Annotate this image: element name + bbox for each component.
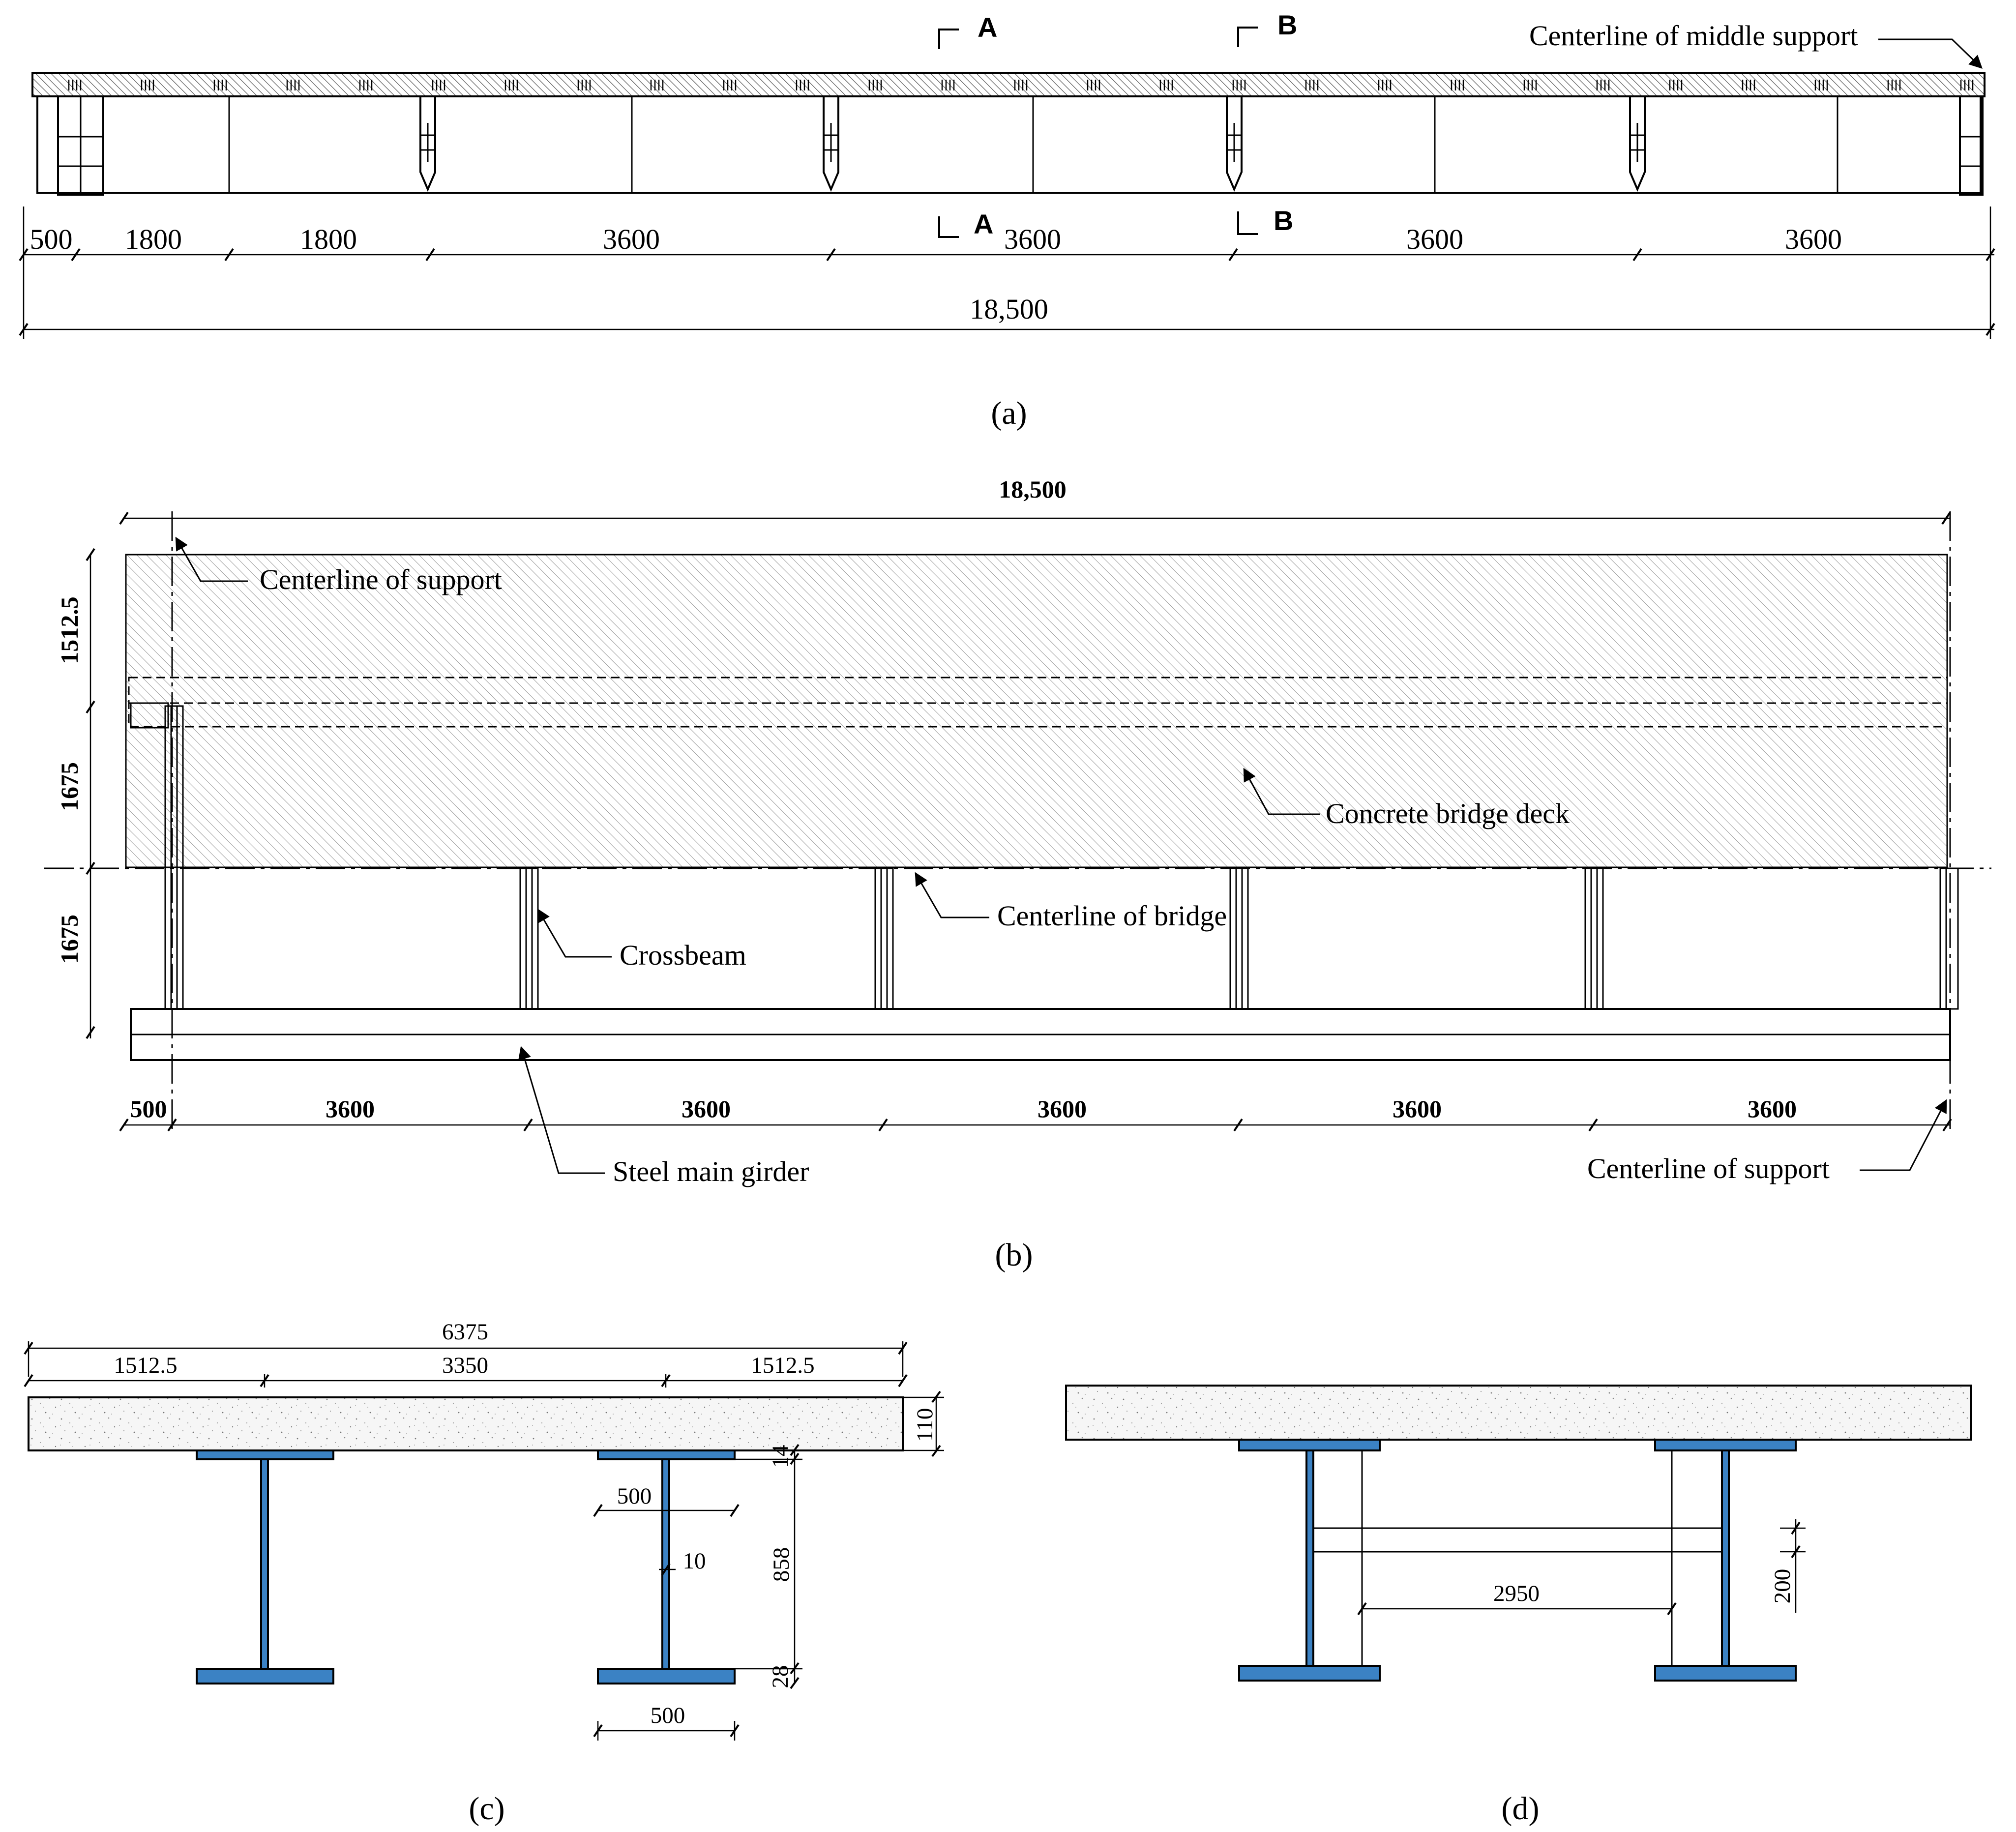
support-centerline-label-bottom: Centerline of support bbox=[1587, 1152, 1830, 1184]
right-i-girder-d bbox=[1654, 1439, 1797, 1682]
dim-c-total: 6375 bbox=[442, 1319, 488, 1345]
dim-b-1675-1: 1675 bbox=[56, 762, 83, 811]
dim-a-3600-2: 3600 bbox=[1004, 223, 1061, 255]
panel-c: 6375 1512.5 3350 1512.5 bbox=[24, 1319, 944, 1827]
deck-label: Concrete bridge deck bbox=[1326, 798, 1570, 829]
dim-b-1675-2: 1675 bbox=[56, 915, 83, 964]
section-a-label-bottom: A bbox=[974, 208, 993, 239]
caption-b: (b) bbox=[995, 1237, 1033, 1273]
stiffener-lines bbox=[228, 96, 1838, 193]
section-b-label-bottom: B bbox=[1274, 205, 1293, 236]
dim-d-2950: 2950 bbox=[1493, 1581, 1540, 1606]
dim-b-3600-3: 3600 bbox=[1038, 1095, 1087, 1123]
vertical-dims-b: 1512.5 1675 1675 bbox=[56, 548, 95, 1039]
dim-c-110: 110 bbox=[912, 1408, 938, 1442]
deck-strip bbox=[31, 72, 1986, 97]
girder-elevation bbox=[36, 95, 1982, 194]
dim-c-500-top: 500 bbox=[617, 1483, 652, 1509]
slab-section-c bbox=[28, 1396, 904, 1451]
crossbeam-section-d bbox=[1312, 1450, 1723, 1666]
dim-c-28: 28 bbox=[768, 1665, 793, 1688]
panel-b: 18,500 bbox=[44, 475, 1991, 1273]
dim-a-3600-1: 3600 bbox=[603, 223, 660, 255]
dim-c-500-bottom: 500 bbox=[651, 1703, 685, 1728]
dim-b-500: 500 bbox=[130, 1095, 167, 1123]
caption-c: (c) bbox=[469, 1791, 504, 1827]
left-i-girder-d bbox=[1238, 1439, 1381, 1682]
dim-c-858: 858 bbox=[769, 1547, 794, 1582]
dim-c-14: 14 bbox=[768, 1445, 793, 1468]
dim-b-3600-2: 3600 bbox=[682, 1095, 731, 1123]
dim-b-3600-5: 3600 bbox=[1748, 1095, 1797, 1123]
dim-b-1512: 1512.5 bbox=[56, 596, 83, 664]
dimension-chain-b: 500 3600 3600 3600 3600 3600 bbox=[119, 1095, 1952, 1132]
dim-a-1800-2: 1800 bbox=[300, 223, 357, 255]
panel-d: 2950 200 (d) bbox=[1065, 1385, 1972, 1827]
section-mark-a: A A bbox=[938, 12, 997, 239]
dim-c-10: 10 bbox=[683, 1548, 706, 1574]
dim-c-1512-left: 1512.5 bbox=[114, 1353, 177, 1378]
shear-stud-marks bbox=[68, 80, 1974, 90]
crossbeam-connections bbox=[419, 96, 1646, 192]
dim-a-3600-4: 3600 bbox=[1785, 223, 1842, 255]
slab-section-d bbox=[1065, 1385, 1972, 1441]
dim-a-3600-3: 3600 bbox=[1406, 223, 1463, 255]
dim-a-1800-1: 1800 bbox=[125, 223, 182, 255]
dim-b-total-top: 18,500 bbox=[999, 475, 1067, 503]
dim-b-3600-1: 3600 bbox=[326, 1095, 375, 1123]
right-i-girder-c bbox=[597, 1449, 736, 1684]
section-b-label-top: B bbox=[1277, 9, 1297, 40]
caption-a: (a) bbox=[991, 395, 1027, 431]
girder-label: Steel main girder bbox=[613, 1155, 809, 1187]
right-end-support bbox=[1959, 95, 1984, 196]
dim-b-3600-4: 3600 bbox=[1393, 1095, 1442, 1123]
crossbeam-label: Crossbeam bbox=[620, 939, 746, 971]
dim-d-200: 200 bbox=[1770, 1569, 1795, 1604]
dim-c-3350: 3350 bbox=[442, 1353, 488, 1378]
left-end-support bbox=[57, 95, 104, 196]
dim-c-1512-right: 1512.5 bbox=[751, 1353, 814, 1378]
dim-a-500: 500 bbox=[30, 223, 73, 255]
section-a-label-top: A bbox=[978, 12, 997, 43]
middle-support-label: Centerline of middle support bbox=[1529, 20, 1858, 52]
crossbeams-plan bbox=[164, 705, 1959, 1010]
support-centerline-label-top: Centerline of support bbox=[260, 563, 502, 595]
panel-a: A A B B Centerline of middle support bbox=[19, 9, 1995, 431]
dim-a-total: 18,500 bbox=[970, 293, 1048, 325]
bridge-centerline-label: Centerline of bridge bbox=[997, 900, 1227, 932]
caption-d: (d) bbox=[1502, 1791, 1540, 1827]
dimension-chain-a: 500 1800 1800 3600 3600 3600 3600 18,500 bbox=[19, 207, 1995, 339]
left-i-girder-c bbox=[196, 1449, 334, 1684]
concrete-deck-plan bbox=[125, 554, 1948, 868]
section-mark-b: B B bbox=[1237, 9, 1297, 236]
